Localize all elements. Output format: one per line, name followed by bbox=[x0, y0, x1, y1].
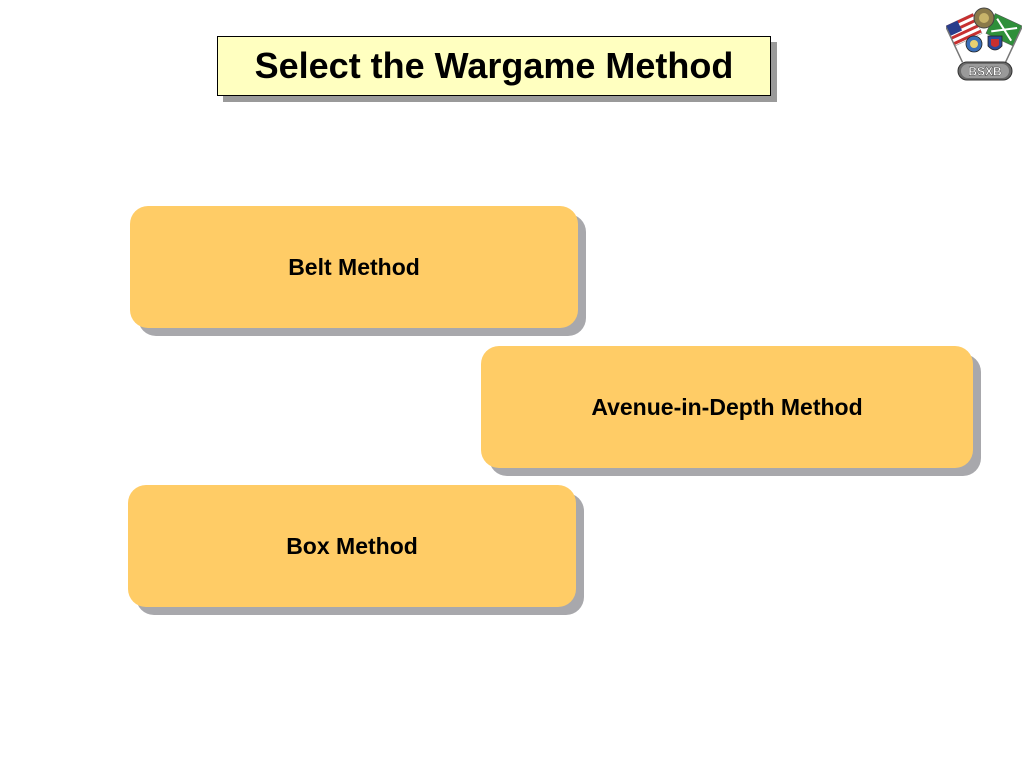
page-title: Select the Wargame Method bbox=[254, 45, 734, 86]
flags-emblem-logo: BSXB bbox=[944, 2, 1024, 86]
button-face[interactable]: Avenue-in-Depth Method bbox=[481, 346, 973, 468]
page-title-box: Select the Wargame Method bbox=[217, 36, 777, 102]
box-method-button[interactable]: Box Method bbox=[128, 485, 584, 615]
avenue-in-depth-method-label: Avenue-in-Depth Method bbox=[591, 393, 863, 420]
logo-icon: BSXB bbox=[944, 7, 1024, 81]
button-face[interactable]: Box Method bbox=[128, 485, 576, 607]
button-face[interactable]: Belt Method bbox=[130, 206, 578, 328]
belt-method-label: Belt Method bbox=[288, 253, 420, 280]
avenue-in-depth-method-button[interactable]: Avenue-in-Depth Method bbox=[481, 346, 981, 476]
logo-text: BSXB bbox=[968, 65, 1002, 79]
title-panel: Select the Wargame Method bbox=[217, 36, 771, 96]
box-method-label: Box Method bbox=[286, 532, 418, 559]
belt-method-button[interactable]: Belt Method bbox=[130, 206, 586, 336]
